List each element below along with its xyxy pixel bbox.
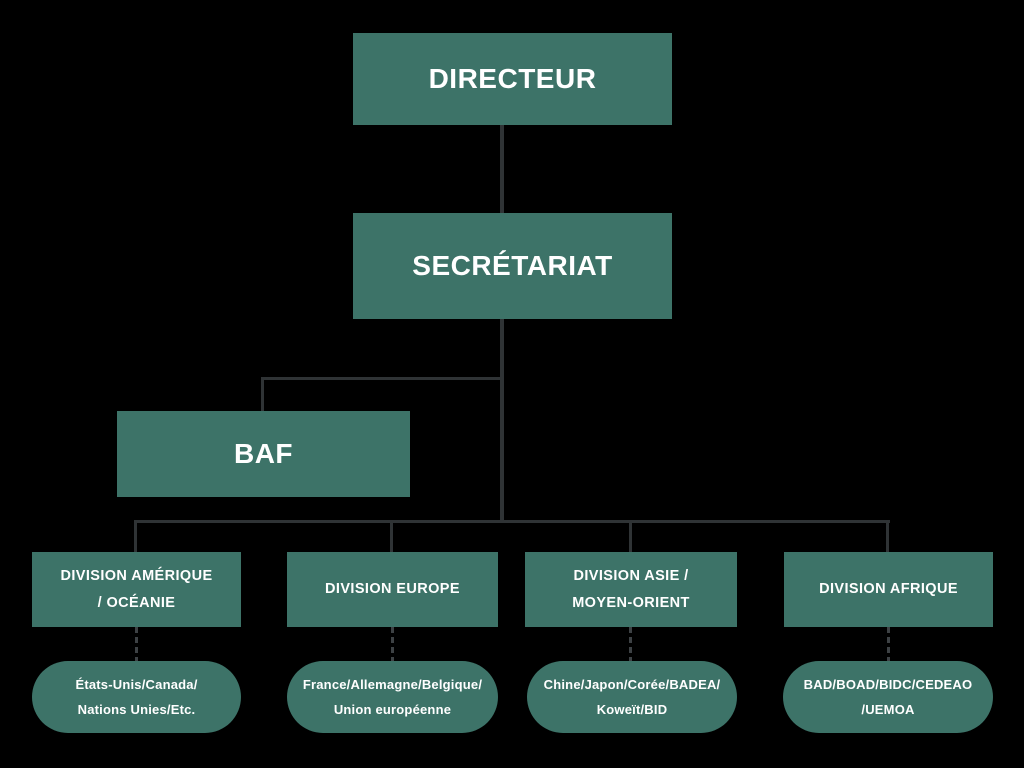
division-box-amerique-oceanie: DIVISION AMÉRIQUE / OCÉANIE [32,552,241,627]
secretariat-label: SECRÉTARIAT [412,250,613,281]
connector-baf-horizontal [261,377,503,380]
members-label-line: États-Unis/Canada/ [75,677,198,692]
division-label-line: DIVISION AMÉRIQUE [60,567,213,584]
members-label-line: BAD/BOAD/BIDC/CEDEAO [803,677,973,692]
dashed-connector-europe [391,627,394,661]
connector-drop-amerique-oceanie [134,520,137,553]
members-label-line: Chine/Japon/Corée/BADEA/ [543,677,721,692]
division-box-europe: DIVISION EUROPE [287,552,498,627]
division-label-line: DIVISION AFRIQUE [819,581,958,597]
members-pill-europe: France/Allemagne/Belgique/ Union europée… [287,661,498,733]
members-label-line: /UEMOA [861,702,915,717]
members-label-line: Union européenne [333,702,452,717]
dashed-connector-afrique [887,627,890,661]
division-label-line: / OCÉANIE [97,594,176,611]
directeur-box: DIRECTEUR [353,33,672,125]
division-label-line: DIVISION EUROPE [325,581,460,597]
division-label-line: DIVISION ASIE / [573,567,689,584]
directeur-label: DIRECTEUR [428,63,597,94]
members-label-line: Nations Unies/Etc. [77,702,196,717]
baf-label: BAF [233,438,294,469]
division-box-asie-moyen-orient: DIVISION ASIE / MOYEN-ORIENT [525,552,737,627]
baf-box: BAF [117,411,410,497]
connector-baf-vertical [261,377,264,412]
connector-drop-asie-moyen-orient [629,520,632,553]
members-label-line: France/Allemagne/Belgique/ [302,677,483,692]
connector-divisions-horizontal [134,520,890,523]
dashed-connector-amerique-oceanie [135,627,138,661]
members-label-line: Koweït/BID [596,702,668,717]
dashed-connector-asie-moyen-orient [629,627,632,661]
connector-drop-europe [390,520,393,553]
secretariat-box: SECRÉTARIAT [353,213,672,319]
members-pill-afrique: BAD/BOAD/BIDC/CEDEAO /UEMOA [783,661,993,733]
connector-directeur-secretariat [500,124,504,214]
connector-drop-afrique [886,520,889,553]
division-label-line: MOYEN-ORIENT [572,594,690,611]
members-pill-asie-moyen-orient: Chine/Japon/Corée/BADEA/ Koweït/BID [527,661,737,733]
members-pill-amerique-oceanie: États-Unis/Canada/ Nations Unies/Etc. [32,661,241,733]
connector-secretariat-spine [500,319,504,523]
division-box-afrique: DIVISION AFRIQUE [784,552,993,627]
